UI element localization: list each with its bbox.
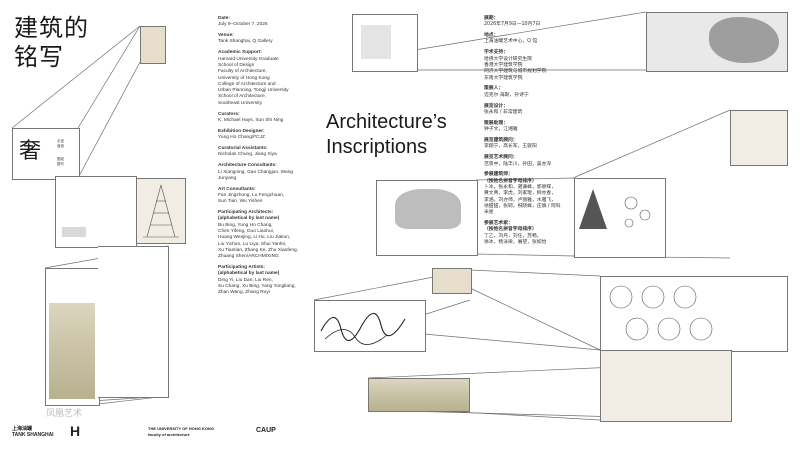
info-heading: Venue: (218, 33, 234, 39)
info-heading: 参展艺术家： （按姓名拼音字母排序） (484, 221, 537, 233)
tongji-caup-logo: CAUP (256, 427, 276, 434)
harvard-gsd-logo: H (70, 423, 81, 439)
chinese-title: 建筑的 铭写 (14, 14, 89, 71)
tree-diagram-frame (574, 178, 666, 258)
info-heading: Academic Support: (218, 50, 262, 56)
material-swatch (432, 268, 472, 294)
info-heading: 展览设计： (484, 103, 508, 109)
info-body: Li Xiangning, Gao Changjun, Wang Junyang (218, 169, 294, 181)
scroll-projection-box (98, 246, 169, 398)
info-body: Yung Ho Chang/FCJZ (218, 135, 265, 141)
calligraphy-sketch-frame (314, 300, 426, 352)
plan-model-image (361, 25, 391, 59)
info-body: 范景中，陆丰川，孙田，吴亦深 (484, 161, 552, 167)
tree-diagram-icon (579, 189, 651, 229)
circle-studies-frame (600, 276, 788, 352)
info-heading: Date: (218, 16, 230, 21)
info-body: K. Michael Hays, Sun Shi Ning (218, 117, 284, 123)
info-heading: Curatorial Assistants: (218, 146, 268, 152)
rock-image (709, 17, 779, 63)
info-body: 钟子文，江湘雅 (484, 127, 518, 133)
info-heading: Participating Architects: (alphabetical … (218, 210, 280, 222)
info-heading: 地点： (484, 33, 499, 39)
handscroll-painting (368, 378, 470, 412)
architectural-model-frame (376, 180, 478, 256)
scroll-painting (49, 303, 95, 399)
info-body: Bu Bing, Yung Ho Chang, Chen Yifeng, Guo… (218, 222, 299, 260)
info-heading: 参展建筑师： （按姓名拼音字母排序） (484, 172, 537, 184)
scroll-painting-frame (45, 268, 100, 406)
sketch-page (730, 110, 788, 166)
info-body: July 9–October 7, 2026 (218, 22, 268, 28)
info-heading: Architecture Consultants: (218, 163, 277, 169)
info-heading: 展览艺术顾问： (484, 155, 518, 161)
perspective-drawing (600, 350, 732, 422)
info-body: 李翔宁，高长军，王骏阳 (484, 144, 537, 150)
manuscript-thumbnail (140, 26, 166, 64)
tank-shanghai-logo: 上海油罐 TANK SHANGHAI (12, 426, 54, 438)
info-column-english: Date:July 9–October 7, 2026 Venue:Tank S… (218, 16, 310, 301)
info-heading: 展览建筑顾问： (484, 138, 518, 144)
info-heading: Curators: (218, 111, 240, 117)
info-body: 张永和 / 非常建筑 (484, 109, 523, 115)
english-title: Architecture’s Inscriptions (326, 111, 447, 158)
info-body: 2026年7月9日—10月7日 (484, 22, 541, 28)
info-body: Ding Yi, Liu Dan, Liu Ren, Su Chang, Xu … (218, 277, 296, 296)
watermark: 凤凰艺术 (46, 408, 83, 418)
hku-architecture-logo: THE UNIVERSITY OF HONG KONG faculty of a… (148, 426, 214, 437)
info-heading: Participating Artists: (alphabetical by … (218, 265, 280, 277)
info-heading: 策展助理： (484, 120, 508, 126)
info-body: Nicholas Chung, Jiang Xiya (218, 152, 277, 158)
seal-glyph: 奢 (19, 139, 42, 164)
rock-image-frame (646, 12, 788, 72)
info-body: 哈佛大学设计研究生院 香港大学建筑学院 同济大学建筑与城市规划学院 东南大学建筑… (484, 56, 547, 81)
tower-sketch-icon (143, 184, 179, 238)
seal-caption-top: 手迹 营造 (57, 139, 64, 148)
info-heading: Art Consultants: (218, 186, 256, 192)
tower-drawing (136, 178, 186, 244)
landscape-thumbnail (62, 227, 86, 237)
seal-caption-bottom: 图纸 题写 (57, 157, 64, 166)
plan-model-frame (352, 14, 418, 72)
info-body: Harvard University Graduate School of De… (218, 56, 289, 106)
architectural-model (395, 189, 461, 229)
info-column-chinese: 展期：2026年7月9日—10月7日 地点：上海油罐艺术中心，Q 馆 学术支持：… (484, 16, 564, 251)
info-body: 上海油罐艺术中心，Q 馆 (484, 39, 538, 45)
info-heading: 策展人： (484, 86, 504, 92)
info-body: 丁乙，刘丹，刘任，苏畅， 徐冰，杨泳梁，展望，张如怡 (484, 233, 547, 245)
info-body: 迈克尔·海斯，孙诗宁 (484, 92, 529, 98)
info-heading: Exhibition Designer: (218, 128, 265, 134)
info-body: 卜冰，张永和，谌谦峰，郭廖辉， 黄文菁，李虎，刘家琨，柳亦春， 李涵，刘亦师，卢… (484, 184, 561, 216)
seal-artwork-frame: 奢 手迹 营造 图纸 题写 (12, 128, 80, 180)
landscape-thumbnail-frame (55, 176, 137, 248)
circle-studies-icon (609, 285, 713, 341)
info-body: Tank Shanghai, Q Gallery (218, 39, 273, 45)
calligraphy-stroke-icon (320, 312, 406, 345)
info-body: Fan Jingzhong, Lu Fengchuan, Sun Tian, W… (218, 192, 285, 205)
info-heading: 展期： (484, 16, 499, 21)
info-heading: 学术支持： (484, 50, 508, 56)
